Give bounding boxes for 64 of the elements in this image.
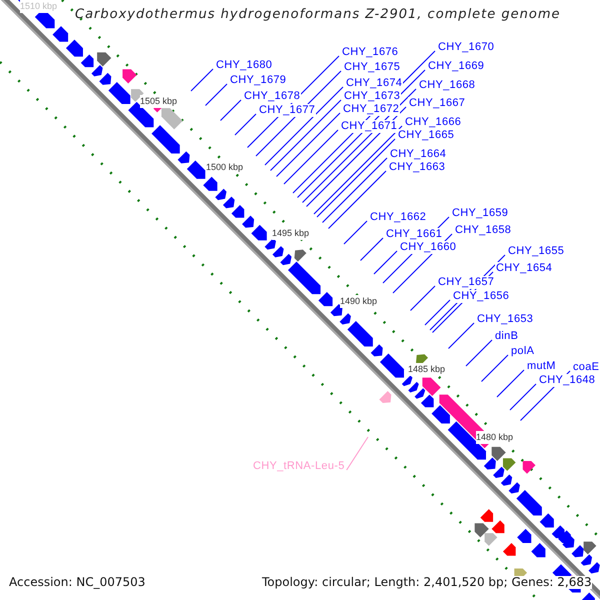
leader-line xyxy=(344,220,368,244)
leader-line xyxy=(410,286,436,311)
leader-line xyxy=(234,114,256,136)
accession-text: Accession: NC_007503 xyxy=(9,576,146,589)
leader-line xyxy=(322,158,388,223)
leader-line xyxy=(264,86,344,166)
leader-line xyxy=(374,250,398,274)
gene-label: CHY_1660 xyxy=(399,241,458,254)
leader-line xyxy=(360,238,384,261)
gene-label: CHY_1676 xyxy=(341,46,400,59)
leader-line xyxy=(284,130,338,184)
gene-label: CHY_1654 xyxy=(495,262,554,275)
gene-label: CHY_1657 xyxy=(437,276,496,289)
leader-line xyxy=(220,100,242,121)
genome-info-text: Topology: circular; Length: 2,401,520 bp; Genes: 2,683 xyxy=(262,576,592,589)
leader-line xyxy=(510,384,536,410)
gene-label: CHY_1664 xyxy=(389,148,448,161)
leader-line xyxy=(481,354,508,382)
position-label: 1495 kbp xyxy=(272,227,310,240)
leader-line xyxy=(346,436,368,470)
leader-line xyxy=(205,84,228,106)
leader-line xyxy=(190,68,214,92)
leader-line xyxy=(316,138,396,218)
gene-label: CHY_1665 xyxy=(397,129,456,142)
leader-line xyxy=(276,112,340,177)
gene-label: CHY_1656 xyxy=(452,290,510,303)
gene-label: CHY_1678 xyxy=(243,90,302,103)
gene-label: CHY_1679 xyxy=(229,74,288,87)
gene-label: CHY_1666 xyxy=(404,116,462,129)
gene-label: CHY_1668 xyxy=(418,79,476,92)
gene-label: CHY_tRNA-Leu-5 xyxy=(252,460,346,473)
gene-label: CHY_1648 xyxy=(538,374,596,387)
gene-label: CHY_1670 xyxy=(437,41,496,54)
leader-line xyxy=(314,126,402,214)
leader-line xyxy=(466,340,492,366)
gene-label: CHY_1671 xyxy=(340,120,398,133)
gene-label: CHY_1658 xyxy=(454,224,512,237)
gene-label: CHY_1667 xyxy=(408,97,466,110)
leader-line xyxy=(448,322,474,349)
leader-line xyxy=(328,170,386,229)
position-label: 1490 kbp xyxy=(340,295,378,308)
gene-label: CHY_1659 xyxy=(451,207,510,220)
gene-label: CHY_1653 xyxy=(476,313,534,326)
position-label: 1500 kbp xyxy=(206,161,244,174)
position-label: 1485 kbp xyxy=(408,363,446,376)
gene-label: CHY_1669 xyxy=(427,60,486,73)
gene-label: CHY_1675 xyxy=(343,61,402,74)
title: Carboxydothermus hydrogenoformans Z-2901, complete genome xyxy=(75,8,561,21)
gene-label: CHY_1677 xyxy=(258,104,316,117)
leader-line xyxy=(270,100,342,171)
gene-label: CHY_1655 xyxy=(507,245,566,258)
gene-label: CHY_1662 xyxy=(369,211,428,224)
gene-label: CHY_1680 xyxy=(215,59,274,72)
gene-label: CHY_1661 xyxy=(385,228,444,241)
position-label: 1510 kbp xyxy=(20,0,58,13)
gene-label: CHY_1674 xyxy=(345,77,404,90)
gene-label: polA xyxy=(510,345,536,358)
position-label: 1480 kbp xyxy=(476,431,514,444)
gene-label: CHY_1673 xyxy=(343,90,402,103)
gene-label: CHY_1672 xyxy=(342,103,400,116)
gene-label: CHY_1663 xyxy=(388,161,446,174)
leader-line xyxy=(496,370,524,398)
position-label: 1505 kbp xyxy=(140,95,178,108)
leader-line xyxy=(424,300,450,326)
